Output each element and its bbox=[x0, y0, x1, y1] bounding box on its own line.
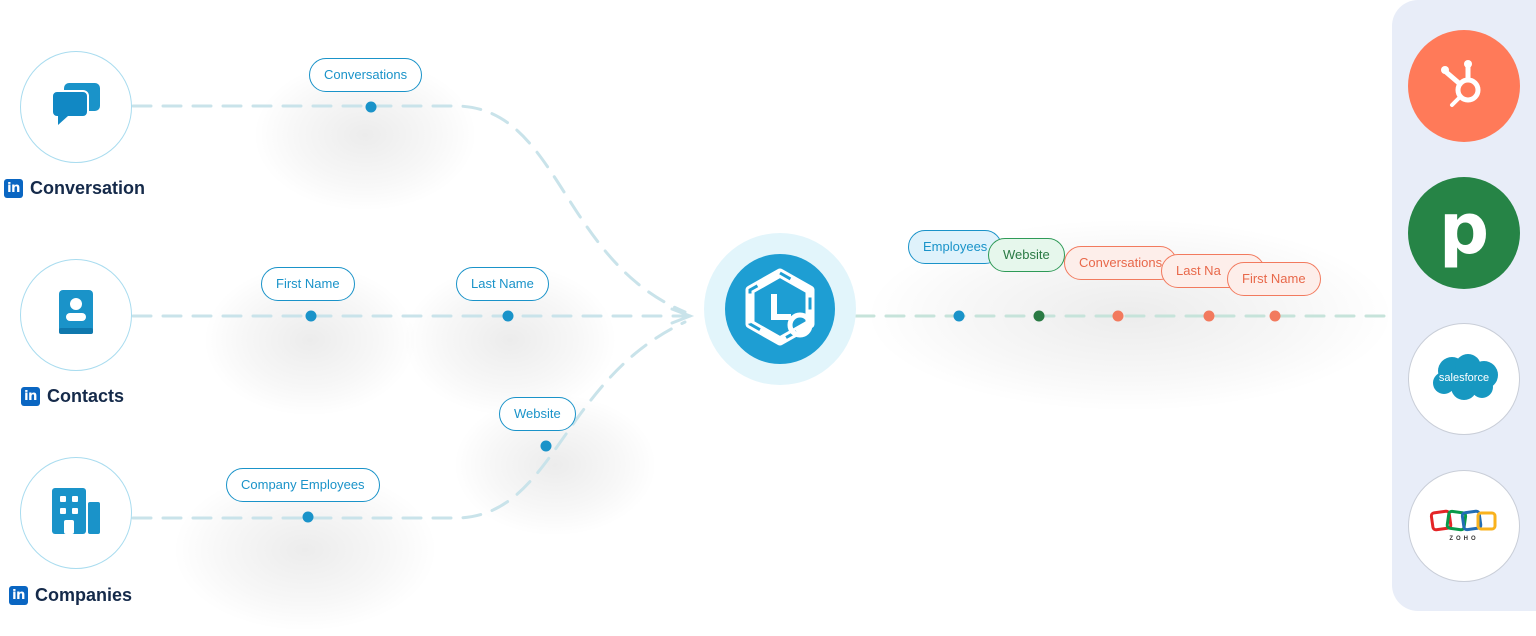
output-pill-conversations: Conversations bbox=[1064, 246, 1178, 280]
pipedrive-logo-icon: p bbox=[1438, 188, 1490, 270]
contacts-source bbox=[20, 259, 132, 371]
chat-bubbles-icon bbox=[50, 81, 102, 134]
field-pill-company-employees: Company Employees bbox=[226, 468, 380, 502]
conversation-source bbox=[20, 51, 132, 163]
salesforce-wordmark: salesforce bbox=[1439, 372, 1489, 384]
flow-dot bbox=[302, 511, 314, 523]
hubspot-logo[interactable] bbox=[1408, 30, 1520, 142]
companies-source-label: in Companies bbox=[9, 585, 132, 606]
flow-dot bbox=[1269, 310, 1281, 322]
flow-dot bbox=[305, 310, 317, 322]
pipedrive-logo[interactable]: p bbox=[1408, 177, 1520, 289]
salesforce-logo[interactable]: salesforce bbox=[1408, 323, 1520, 435]
flow-dot bbox=[540, 440, 552, 452]
contacts-source-label: in Contacts bbox=[21, 386, 124, 407]
integration-hub-logo-icon bbox=[740, 267, 820, 352]
linkedin-icon: in bbox=[21, 387, 40, 406]
flow-dot bbox=[953, 310, 965, 322]
conversation-source-label: in Conversation bbox=[4, 178, 145, 199]
flow-dot bbox=[1033, 310, 1045, 322]
linkedin-icon: in bbox=[9, 586, 28, 605]
zoho-logo-icon: ZOHO bbox=[1429, 504, 1499, 549]
flow-dot bbox=[365, 101, 377, 113]
field-pill-website: Website bbox=[499, 397, 576, 431]
flow-dot bbox=[1203, 310, 1215, 322]
output-pill-first-name: First Name bbox=[1227, 262, 1321, 296]
integration-hub bbox=[704, 233, 856, 385]
salesforce-logo-icon: salesforce bbox=[1428, 351, 1500, 408]
zoho-wordmark: ZOHO bbox=[1449, 536, 1478, 542]
contact-book-icon bbox=[56, 288, 96, 343]
building-icon bbox=[50, 486, 102, 541]
flow-dot bbox=[1112, 310, 1124, 322]
linkedin-icon: in bbox=[4, 179, 23, 198]
zoho-logo[interactable]: ZOHO bbox=[1408, 470, 1520, 582]
field-pill-first-name: First Name bbox=[261, 267, 355, 301]
flow-dot bbox=[502, 310, 514, 322]
hubspot-logo-icon bbox=[1434, 54, 1494, 119]
companies-source bbox=[20, 457, 132, 569]
output-pill-website: Website bbox=[988, 238, 1065, 272]
field-pill-last-name: Last Name bbox=[456, 267, 549, 301]
field-pill-conversations: Conversations bbox=[309, 58, 423, 92]
